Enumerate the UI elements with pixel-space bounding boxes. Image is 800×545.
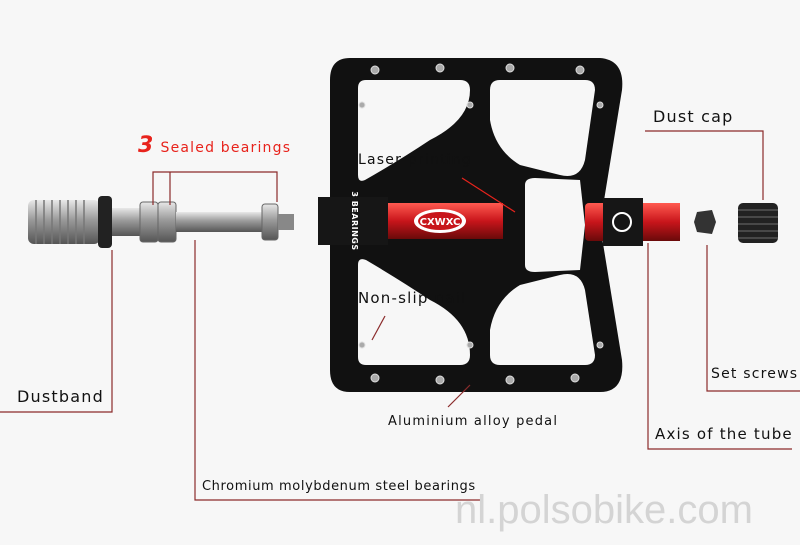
watermark: nl.polsobike.com — [455, 488, 753, 532]
spindle — [28, 196, 294, 248]
sealed-count: 3 — [138, 133, 155, 158]
non-slip-nail-label: Non-slip nail — [358, 289, 467, 307]
dust-cap-label: Dust cap — [653, 107, 734, 126]
dust-cap — [738, 203, 778, 243]
sealed-text: Sealed bearings — [160, 140, 292, 156]
axis-label: Axis of the tube — [655, 425, 793, 443]
set-screw — [694, 210, 716, 234]
bearing-badge: 3 BEARINGS — [350, 191, 359, 251]
laser-printing-label: Laser printing — [358, 152, 472, 168]
sealed-bearings-label: 3 Sealed bearings — [138, 133, 291, 158]
chromium-label: Chromium molybdenum steel bearings — [202, 479, 476, 494]
dustband-label: Dustband — [17, 387, 104, 406]
pedal-body — [330, 58, 623, 392]
axle-tube: CXWXC — [318, 197, 680, 246]
brand-logo: CXWXC — [420, 217, 461, 228]
r-logo-icon — [612, 212, 632, 232]
set-screws-label: Set screws — [711, 366, 799, 382]
aluminium-label: Aluminium alloy pedal — [388, 414, 559, 429]
leader-lines — [0, 130, 800, 501]
